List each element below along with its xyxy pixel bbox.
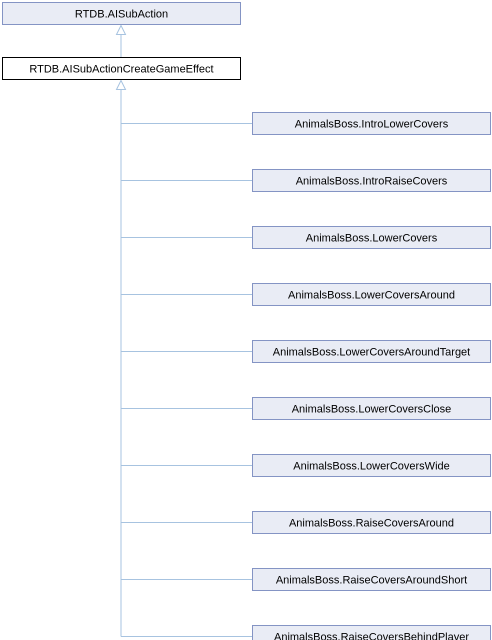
inheritance-arrowhead [115, 79, 127, 90]
child-class-node-label: AnimalsBoss.RaiseCoversBehindPlayer [274, 632, 469, 640]
base-class-node-label: RTDB.AISubAction [75, 9, 168, 21]
child-class-node[interactable]: AnimalsBoss.LowerCoversClose [252, 397, 491, 420]
child-class-node-box[interactable] [252, 511, 491, 534]
child-class-node-label: AnimalsBoss.LowerCovers [306, 233, 438, 245]
child-class-node[interactable]: AnimalsBoss.LowerCoversAround [252, 283, 491, 306]
child-class-node[interactable]: AnimalsBoss.LowerCoversWide [252, 454, 491, 477]
base-class-node[interactable]: RTDB.AISubAction [2, 2, 241, 25]
child-class-node-box[interactable] [252, 283, 491, 306]
child-class-node[interactable]: AnimalsBoss.RaiseCoversAroundShort [252, 568, 491, 591]
child-class-node-box[interactable] [252, 340, 491, 363]
inheritance-arrowhead [115, 24, 127, 35]
child-class-node[interactable]: AnimalsBoss.RaiseCoversBehindPlayer [252, 625, 491, 640]
child-class-node-label: AnimalsBoss.RaiseCoversAround [289, 518, 454, 530]
child-class-node-label: AnimalsBoss.IntroLowerCovers [295, 119, 449, 131]
child-class-node[interactable]: AnimalsBoss.RaiseCoversAround [252, 511, 491, 534]
current-class-node: RTDB.AISubActionCreateGameEffect [2, 57, 241, 80]
child-class-node[interactable]: AnimalsBoss.IntroRaiseCovers [252, 169, 491, 192]
child-class-node-box[interactable] [252, 397, 491, 420]
child-class-node-label: AnimalsBoss.IntroRaiseCovers [296, 176, 448, 188]
child-class-node-box[interactable] [252, 226, 491, 249]
child-class-node-box[interactable] [252, 454, 491, 477]
current-class-node-label: RTDB.AISubActionCreateGameEffect [29, 64, 213, 76]
current-class-node-box [2, 57, 241, 80]
base-class-node-box[interactable] [2, 2, 241, 25]
child-class-node[interactable]: AnimalsBoss.LowerCovers [252, 226, 491, 249]
child-class-node-label: AnimalsBoss.LowerCoversClose [292, 404, 452, 416]
child-class-node-box[interactable] [252, 169, 491, 192]
child-class-node-label: AnimalsBoss.RaiseCoversAroundShort [276, 575, 467, 587]
child-class-node[interactable]: AnimalsBoss.IntroLowerCovers [252, 112, 491, 135]
child-class-node-box[interactable] [252, 625, 491, 640]
child-class-node-label: AnimalsBoss.LowerCoversWide [293, 461, 450, 473]
child-class-node-box[interactable] [252, 568, 491, 591]
child-class-node-box[interactable] [252, 112, 491, 135]
child-class-node-label: AnimalsBoss.LowerCoversAround [288, 290, 455, 302]
child-class-node[interactable]: AnimalsBoss.LowerCoversAroundTarget [252, 340, 491, 363]
inheritance-edges [115, 24, 253, 637]
child-class-node-label: AnimalsBoss.LowerCoversAroundTarget [273, 347, 470, 359]
